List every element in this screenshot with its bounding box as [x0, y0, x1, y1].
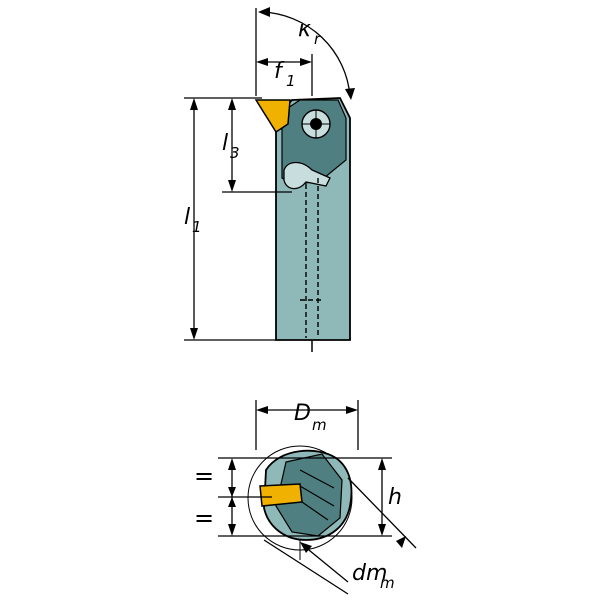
h-label: h	[388, 485, 402, 510]
arrow-head	[300, 542, 312, 553]
arrow-head	[228, 524, 236, 536]
kappa-arc	[261, 11, 351, 97]
arrow-head	[228, 98, 236, 110]
arrow-head	[228, 180, 236, 192]
holder-end-detail	[299, 469, 335, 521]
dmm-subscript: m	[380, 574, 395, 592]
kappa-subscript: r	[314, 30, 321, 48]
dm-subscript: m	[312, 416, 327, 434]
l3-label: l	[222, 131, 228, 156]
arrow-head	[345, 88, 355, 100]
arrow-head	[190, 98, 198, 110]
dmm-extension	[347, 477, 417, 549]
arrow-head	[300, 58, 312, 66]
arrow-head	[378, 458, 386, 470]
l3-subscript: 3	[230, 144, 240, 162]
f1-subscript: 1	[286, 72, 296, 90]
l1-label: l	[184, 205, 190, 230]
arrow-head	[256, 406, 268, 414]
arrow-head	[396, 536, 406, 548]
dm-label: D	[294, 401, 311, 426]
kappa-label: κ	[298, 17, 311, 42]
arrow-head	[228, 497, 236, 507]
cutting-insert	[254, 99, 291, 134]
arrow-head	[228, 458, 236, 470]
arrow-head	[258, 7, 270, 17]
dmm-label: dm	[352, 561, 387, 586]
arrow-head	[378, 524, 386, 536]
equal-sign-top: =	[194, 462, 214, 490]
arrow-head	[346, 406, 358, 414]
l1-subscript: 1	[192, 218, 202, 236]
clamp-screw-icon	[301, 109, 331, 139]
dmm-extension	[263, 539, 349, 595]
equal-sign-bottom: =	[194, 504, 214, 532]
cutting-insert-end	[259, 483, 303, 507]
f1-label: f	[274, 59, 285, 84]
arrow-head	[228, 487, 236, 497]
dmm-dimension	[303, 545, 349, 583]
arrow-head	[190, 328, 198, 340]
arrow-head	[256, 58, 268, 66]
